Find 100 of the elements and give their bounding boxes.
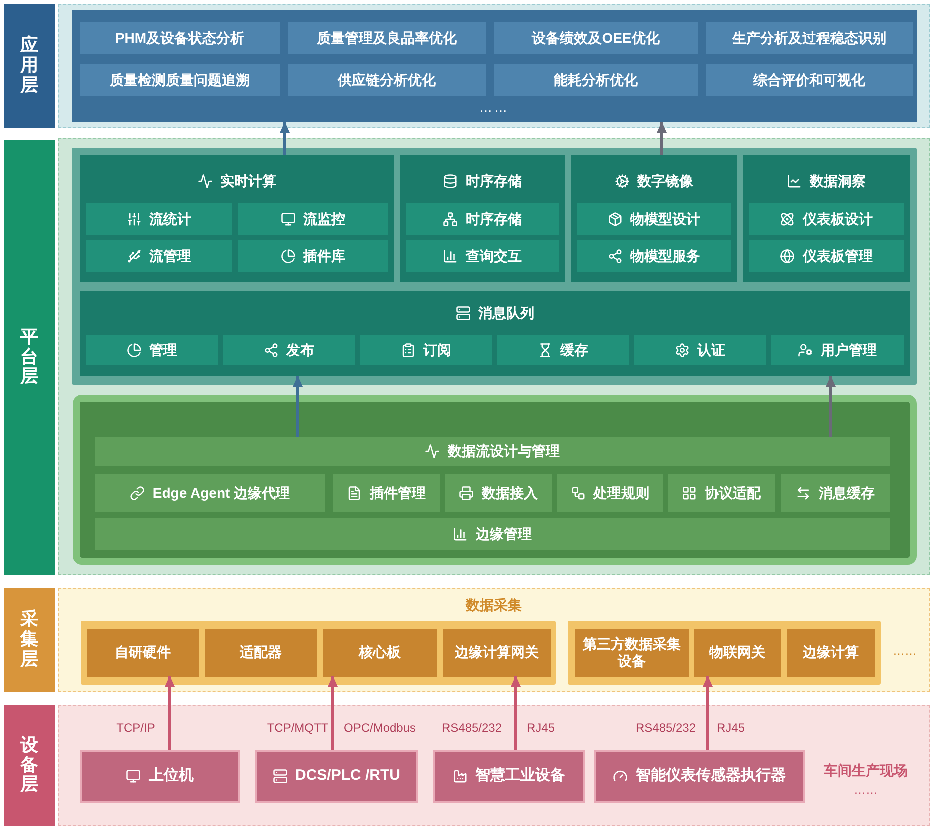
ellipsis-text: ……	[480, 99, 510, 117]
module-tile	[749, 203, 904, 235]
module-tile	[86, 240, 232, 272]
module-tile	[575, 629, 689, 677]
annotation-text: TCP/IP	[116, 720, 156, 737]
module-label: 时序存储	[466, 210, 522, 228]
module-label: 供应链分析优化	[338, 70, 436, 90]
module-tile	[95, 437, 890, 466]
annotation-text: TCP/MQTT	[267, 720, 329, 737]
arrow	[328, 676, 338, 750]
module-group-panel	[80, 155, 394, 282]
edge-panel	[80, 402, 910, 558]
module-label: 生产分析及过程稳态识别	[732, 28, 886, 48]
module-label: 质量管理及良品率优化	[317, 28, 457, 48]
module-tile	[771, 335, 904, 365]
module-tile	[95, 518, 890, 550]
module-tile	[406, 240, 559, 272]
module-label: PHM及设备状态分析	[115, 28, 245, 48]
layer-tab	[4, 705, 55, 826]
module-label: 查询交互	[466, 246, 522, 266]
module-label: 插件管理	[370, 484, 426, 502]
module-label: 发布	[286, 340, 314, 360]
annotation-text: RS485/232	[636, 720, 696, 737]
layer-title: 采集层	[20, 610, 38, 670]
device-group-panel	[81, 621, 556, 685]
module-label: 用户管理	[821, 340, 877, 360]
module-label: 协议适配	[705, 484, 761, 502]
module-label: 质量检测质量问题追溯	[110, 70, 250, 90]
region-heading: 数据采集	[466, 596, 522, 615]
module-label: 自研硬件	[115, 644, 171, 662]
message-queue-panel	[80, 291, 910, 376]
module-tile	[333, 474, 440, 512]
annotation-text: ……	[854, 782, 878, 799]
module-tile	[406, 203, 559, 235]
module-label: 流管理	[150, 246, 192, 266]
module-tile	[86, 203, 232, 235]
arrow	[511, 676, 521, 750]
module-tile	[443, 629, 551, 677]
module-label: 适配器	[240, 644, 282, 662]
module-label: 综合评价和可视化	[754, 70, 866, 90]
module-tile	[445, 474, 552, 512]
module-tile	[497, 335, 629, 365]
arrow	[280, 122, 290, 155]
module-tile	[781, 474, 890, 512]
group-heading: 实时计算	[220, 172, 276, 191]
group-heading: 消息队列	[478, 304, 534, 323]
module-label: 插件库	[304, 246, 346, 266]
module-tile	[87, 629, 199, 677]
module-group-panel	[743, 155, 910, 282]
layer-tab	[4, 588, 55, 692]
module-group-panel	[400, 155, 565, 282]
module-tile	[634, 335, 766, 365]
module-label: 订阅	[424, 340, 452, 360]
module-label: 核心板	[359, 644, 401, 662]
layer-title: 应用层	[20, 36, 38, 96]
module-label: Edge Agent 边缘代理	[152, 484, 290, 503]
arrow	[826, 376, 836, 437]
module-tile	[223, 335, 355, 365]
group-heading: 数据洞察	[810, 172, 866, 191]
module-label: 物模型服务	[630, 246, 700, 266]
module-tile	[557, 474, 663, 512]
module-tile	[95, 474, 325, 512]
arrow	[703, 676, 713, 750]
arrow	[293, 376, 303, 437]
device-box	[594, 750, 805, 803]
module-label: 流统计	[150, 210, 192, 228]
collection-region	[58, 588, 930, 692]
module-label: 数据流设计与管理	[448, 442, 560, 461]
device-box	[433, 750, 585, 803]
module-tile	[749, 240, 904, 272]
module-tile	[238, 240, 388, 272]
module-tile	[787, 629, 875, 677]
module-label: 设备绩效及OEE优化	[532, 28, 660, 48]
module-label: 消息缓存	[819, 484, 875, 502]
module-label: 处理规则	[594, 484, 650, 502]
module-tile	[86, 335, 218, 365]
annotation-text: ……	[893, 643, 917, 660]
module-group-panel	[571, 155, 737, 282]
module-tile	[360, 335, 492, 365]
device-group-panel	[568, 621, 881, 685]
arrow	[165, 676, 175, 750]
annotation-text: RS485/232	[442, 720, 502, 737]
module-tile	[577, 240, 731, 272]
annotation-text: RJ45	[717, 720, 745, 737]
module-label: 仪表板管理	[803, 246, 873, 266]
module-tile	[238, 203, 388, 235]
layer-tab	[4, 140, 55, 575]
layer-title: 设备层	[20, 736, 38, 796]
annotation-text: OPC/Modbus	[344, 720, 416, 737]
layer-title: 平台层	[20, 328, 38, 388]
arrow	[657, 122, 667, 155]
device-label: 智慧工业设备	[476, 767, 566, 786]
platform-panel	[72, 148, 917, 385]
module-label: 数据接入	[482, 484, 538, 502]
module-tile	[205, 629, 317, 677]
module-tile	[694, 629, 781, 677]
device-box	[255, 750, 418, 803]
module-label: 边缘计算网关	[455, 644, 539, 662]
module-label: 缓存	[560, 340, 588, 360]
module-label: 第三方数据采集设备	[582, 636, 682, 670]
